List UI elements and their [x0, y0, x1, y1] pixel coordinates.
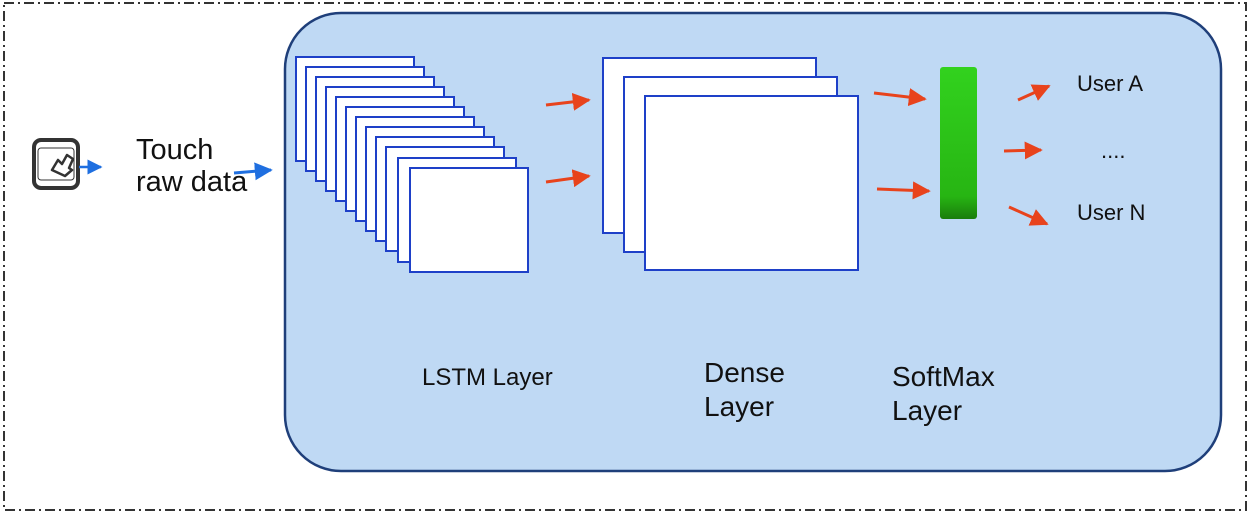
output-arrow-user-a	[1017, 84, 1051, 102]
input-label-line-2: raw data	[136, 166, 248, 198]
lstm-card	[409, 167, 529, 273]
output-arrow-user-n	[1008, 205, 1049, 226]
input-label-line-1: Touch	[136, 134, 214, 166]
lstm-to-dense-arrow	[545, 92, 591, 111]
softmax-label-line-2: Layer	[892, 395, 963, 426]
output-user-n: User N	[1077, 200, 1146, 225]
dense-to-softmax-arrow	[876, 181, 931, 200]
lstm-layer-label: LSTM Layer	[422, 364, 553, 391]
dense-label-line-2: Layer	[704, 391, 775, 422]
input-label: Touch raw data	[136, 134, 247, 198]
dense-layer-label: Dense Layer	[704, 356, 844, 424]
softmax-label-line-1: SoftMax	[892, 361, 995, 392]
softmax-layer-label: SoftMax Layer	[892, 360, 1052, 428]
output-user-a: User A	[1077, 71, 1144, 96]
output-ellipsis: ....	[1101, 138, 1126, 163]
output-arrow-middle	[1003, 141, 1043, 160]
dense-stack	[602, 57, 859, 271]
input-arrow	[233, 162, 273, 181]
softmax-bar	[940, 67, 977, 219]
dense-card	[644, 95, 859, 271]
lstm-to-dense-arrow	[545, 169, 591, 188]
touch-tablet-icon	[32, 138, 103, 190]
lstm-stack	[295, 56, 529, 273]
dense-label-line-1: Dense	[704, 357, 785, 388]
dense-to-softmax-arrow	[873, 88, 927, 107]
outer-frame-border	[3, 2, 1247, 511]
